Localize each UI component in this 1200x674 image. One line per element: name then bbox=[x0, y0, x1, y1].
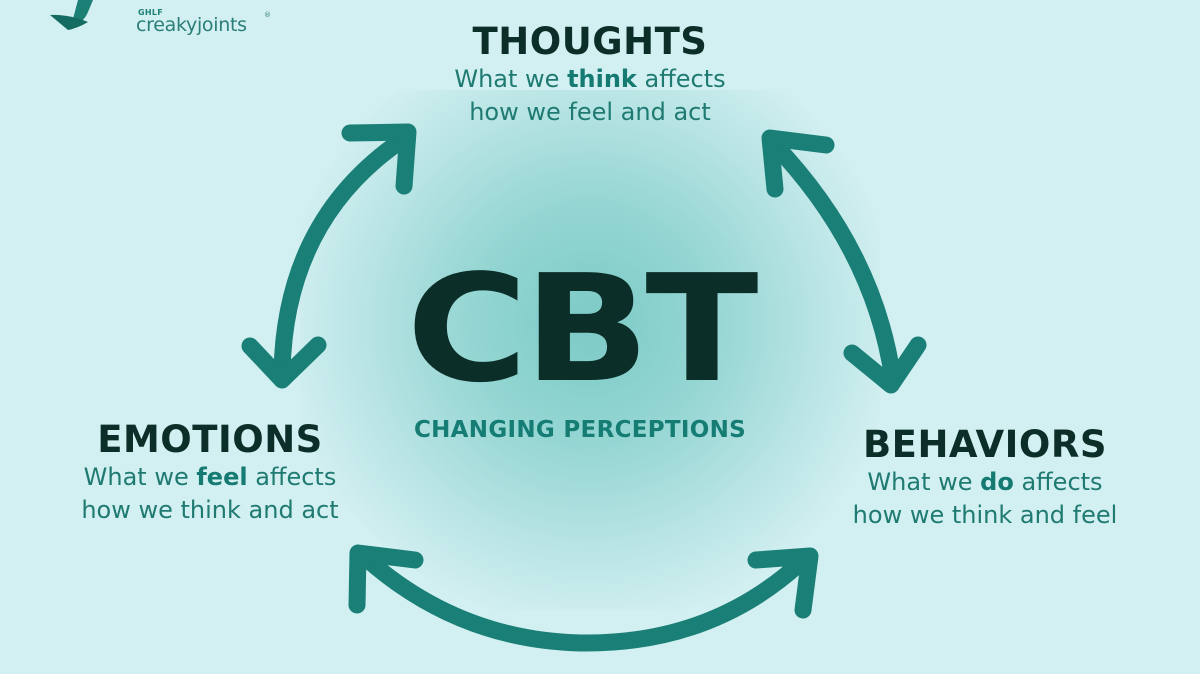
thoughts-title: THOUGHTS bbox=[472, 20, 708, 63]
node-thoughts: THOUGHTS What we think affects how we fe… bbox=[400, 20, 780, 130]
thoughts-description: What we think affects how we feel and ac… bbox=[400, 63, 780, 130]
emotions-desc-prefix: What we bbox=[83, 462, 197, 491]
arrow-behaviors-emotions bbox=[348, 544, 819, 652]
registered-mark: ® bbox=[264, 11, 271, 19]
leaf-logo-icon bbox=[50, 0, 93, 30]
emotions-desc-bold: feel bbox=[196, 462, 248, 491]
behaviors-desc-bold: do bbox=[980, 467, 1014, 496]
emotions-desc-line2: how we think and act bbox=[81, 496, 339, 525]
arrow-thoughts-behaviors bbox=[761, 129, 927, 394]
center-label: CBT CHANGING PERCEPTIONS bbox=[360, 255, 800, 443]
emotions-title: EMOTIONS bbox=[97, 418, 323, 461]
thoughts-desc-prefix: What we bbox=[454, 64, 568, 93]
behaviors-desc-suffix: affects bbox=[1013, 467, 1103, 496]
arrow-emotions-thoughts bbox=[241, 123, 417, 389]
behaviors-description: What we do affects how we think and feel bbox=[800, 466, 1170, 533]
creakyjoints-logo: GHLF creakyjoints ® bbox=[48, 0, 271, 44]
behaviors-desc-line2: how we think and feel bbox=[852, 501, 1118, 530]
logo-org: GHLF bbox=[138, 8, 164, 17]
thoughts-desc-bold: think bbox=[567, 64, 637, 93]
logo-brand: creakyjoints bbox=[136, 14, 247, 36]
node-behaviors: BEHAVIORS What we do affects how we thin… bbox=[800, 423, 1170, 533]
behaviors-title: BEHAVIORS bbox=[862, 423, 1108, 466]
thoughts-desc-suffix: affects bbox=[636, 64, 726, 93]
emotions-desc-suffix: affects bbox=[247, 462, 337, 491]
behaviors-desc-prefix: What we bbox=[867, 467, 981, 496]
emotions-description: What we feel affects how we think and ac… bbox=[30, 461, 390, 528]
cbt-subtitle: CHANGING PERCEPTIONS bbox=[413, 417, 747, 443]
node-emotions: EMOTIONS What we feel affects how we thi… bbox=[30, 418, 390, 528]
cbt-title: CBT bbox=[406, 243, 758, 415]
thoughts-desc-line2: how we feel and act bbox=[469, 98, 711, 127]
